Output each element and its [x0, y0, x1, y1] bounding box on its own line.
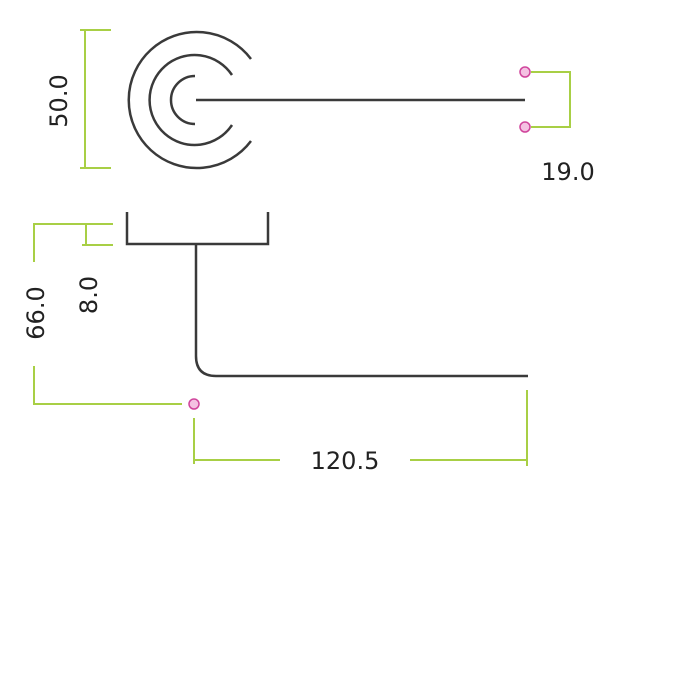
rose-inner-arc: [169, 74, 196, 126]
fixing-point-icon: [519, 66, 531, 78]
dimension-label-rose-diameter: 50.0: [45, 74, 73, 127]
dimension-label-rose-thickness: 8.0: [75, 276, 103, 314]
pivot-point-icon: [188, 398, 200, 410]
dimension-label-lever-length: 120.5: [311, 447, 380, 475]
dimension-projection: 66.0: [22, 223, 200, 410]
dimension-fixing-spacing: 19.0: [519, 66, 595, 186]
rose-side-profile: [125, 212, 270, 246]
rose-outer-arc: [127, 30, 252, 170]
fixing-point-icon: [519, 121, 531, 133]
dimension-label-projection: 66.0: [22, 286, 50, 339]
lever-side-view: [125, 212, 528, 378]
rose-middle-arc: [148, 53, 234, 147]
rose-top-view: [127, 30, 525, 170]
dimension-lever-length: 120.5: [193, 390, 528, 475]
lever-side-profile: [194, 244, 528, 378]
dimension-label-fixing-spacing: 19.0: [541, 158, 594, 186]
dimension-rose-thickness: 8.0: [75, 223, 113, 314]
dimension-rose-diameter: 50.0: [45, 29, 111, 169]
